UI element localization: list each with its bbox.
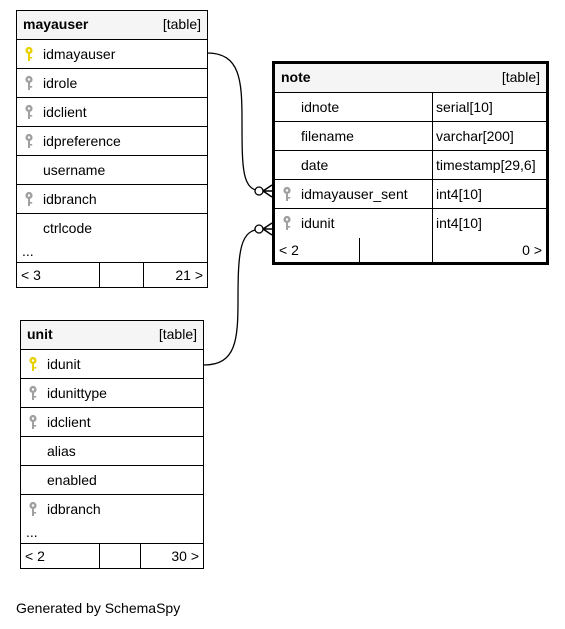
table-mayauser[interactable]: mayauser [table] idmayauser idrole idclien… [16, 10, 208, 288]
column-type: timestamp[29,6] [436, 157, 536, 173]
children-link[interactable]: 21 > [175, 267, 203, 283]
children-link[interactable]: 0 > [522, 242, 542, 258]
column-row-idmayauser[interactable]: idmayauser [17, 40, 207, 69]
column-row-enabled[interactable]: enabled [21, 466, 203, 495]
column-name: username [43, 162, 106, 178]
foreign-key-icon [27, 501, 39, 517]
column-row-alias[interactable]: alias [21, 437, 203, 466]
column-name: idrole [43, 75, 78, 91]
column-name: idbranch [43, 191, 97, 207]
footer-spacer [100, 263, 144, 287]
column-row-idnote[interactable]: idnote serial[10] [275, 93, 546, 122]
foreign-key-icon [27, 414, 39, 430]
primary-key-icon [23, 46, 35, 62]
table-name: unit [27, 326, 53, 342]
column-row-filename[interactable]: filename varchar[200] [275, 122, 546, 151]
column-row-idclient[interactable]: idclient [21, 408, 203, 437]
parents-link[interactable]: < 2 [275, 238, 360, 262]
column-name: date [301, 157, 329, 173]
column-type: int4[10] [436, 215, 482, 231]
column-row-idunittype[interactable]: idunittype [21, 379, 203, 408]
table-footer: < 3 21 > [17, 263, 207, 287]
column-type: varchar[200] [436, 128, 514, 144]
children-link[interactable]: 30 > [171, 548, 199, 564]
foreign-key-icon [23, 75, 35, 91]
column-divider [432, 122, 433, 151]
column-name: enabled [47, 472, 97, 488]
ellipsis-row: ... [21, 524, 203, 544]
column-row-idunit[interactable]: idunit [21, 350, 203, 379]
table-header: mayauser [table] [17, 11, 207, 40]
parents-link[interactable]: < 2 [21, 544, 100, 568]
column-name: idbranch [47, 501, 101, 517]
column-name: idunit [47, 356, 81, 372]
table-name: mayauser [23, 16, 89, 32]
column-row-idmayauser-sent[interactable]: idmayauser_sent int4[10] [275, 180, 546, 209]
table-note[interactable]: note [table] idnote serial[10] filename var… [272, 61, 549, 265]
column-name: idmayauser_sent [301, 186, 408, 202]
column-row-ctrlcode[interactable]: ctrlcode [17, 214, 207, 243]
column-row-username[interactable]: username [17, 156, 207, 185]
table-header: unit [table] [21, 321, 203, 350]
ellipsis-row: ... [17, 243, 207, 263]
column-divider [432, 151, 433, 180]
column-name: idnote [301, 99, 340, 115]
column-name: idunittype [47, 385, 107, 401]
primary-key-icon [27, 356, 39, 372]
generated-by-text: Generated by SchemaSpy [16, 600, 181, 616]
table-footer: < 2 30 > [21, 544, 203, 568]
column-row-idbranch[interactable]: idbranch [17, 185, 207, 214]
foreign-key-icon [23, 191, 35, 207]
column-row-date[interactable]: date timestamp[29,6] [275, 151, 546, 180]
parents-link[interactable]: < 3 [17, 263, 100, 287]
table-footer: < 2 0 > [275, 238, 546, 262]
column-row-idpreference[interactable]: idpreference [17, 127, 207, 156]
column-name: alias [47, 443, 76, 459]
column-name: ctrlcode [43, 220, 93, 236]
column-name: idclient [47, 414, 91, 430]
foreign-key-icon [27, 385, 39, 401]
foreign-key-icon [23, 133, 35, 149]
footer-spacer [360, 238, 433, 262]
table-type: [table] [158, 326, 197, 342]
column-divider [432, 93, 433, 122]
column-divider [432, 209, 433, 239]
table-unit[interactable]: unit [table] idunit idunittype idclient ali… [20, 320, 204, 569]
column-type: serial[10] [436, 99, 493, 115]
column-type: int4[10] [436, 186, 482, 202]
foreign-key-icon [23, 104, 35, 120]
column-row-idbranch[interactable]: idbranch [21, 495, 203, 524]
column-divider [432, 180, 433, 209]
column-name: idpreference [43, 133, 121, 149]
table-name: note [281, 69, 311, 85]
column-name: idunit [301, 215, 335, 231]
table-type: [table] [501, 69, 540, 85]
column-name: idmayauser [43, 46, 116, 62]
column-name: idclient [43, 104, 87, 120]
table-type: [table] [162, 16, 201, 32]
column-row-idunit[interactable]: idunit int4[10] [275, 209, 546, 239]
footer-spacer [100, 544, 141, 568]
column-row-idclient[interactable]: idclient [17, 98, 207, 127]
column-name: filename [301, 128, 354, 144]
foreign-key-icon [281, 186, 293, 202]
table-header: note [table] [275, 64, 546, 93]
column-row-idrole[interactable]: idrole [17, 69, 207, 98]
foreign-key-icon [281, 215, 293, 231]
